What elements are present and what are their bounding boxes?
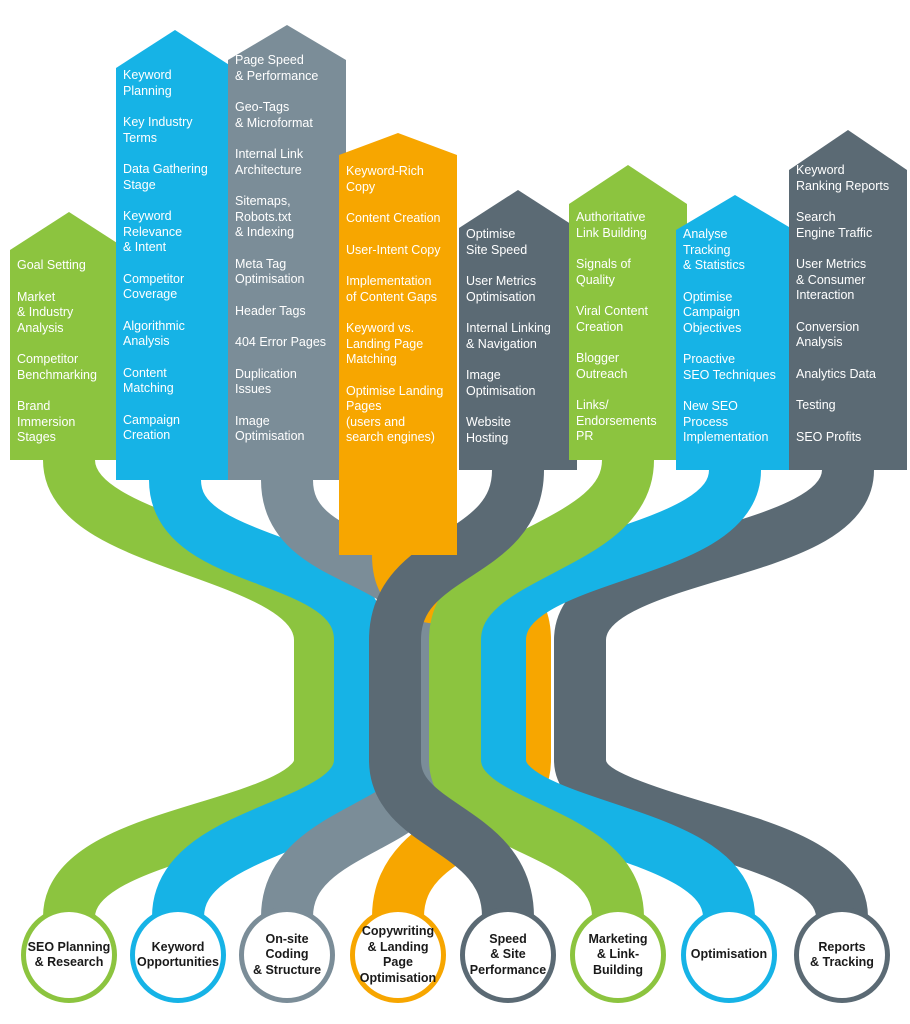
list-item: Links/ Endorsements PR (576, 398, 657, 443)
list-item: Page Speed & Performance (235, 53, 319, 83)
list-item: Keyword Ranking Reports (796, 163, 890, 193)
list-item: Signals of Quality (576, 257, 631, 287)
ribbon-speed (369, 430, 544, 919)
banner-onsite-coding (228, 25, 346, 480)
node-label: Speed & Site Performance (469, 931, 547, 977)
list-item: Testing (796, 398, 836, 412)
node-keyword-opportunities: Keyword Opportunities (130, 907, 226, 1003)
list-item: Keyword Planning (123, 68, 172, 98)
node-seo-planning: SEO Planning & Research (21, 907, 117, 1003)
list-item: User Metrics Optimisation (466, 274, 537, 304)
banner-copywriting (339, 133, 457, 555)
list-item: Duplication Issues (235, 366, 297, 397)
list-item: Competitor Coverage (123, 271, 185, 302)
node-label: Optimisation (690, 947, 768, 962)
list-item: Header Tags (235, 303, 306, 318)
list-item: Market & Industry Analysis (17, 289, 74, 335)
list-item: Key Industry Terms (123, 115, 193, 145)
list-item: Analyse Tracking & Statistics (683, 227, 745, 272)
list-item: User Metrics & Consumer Interaction (796, 257, 867, 302)
banner-seo-planning (10, 212, 128, 460)
banner-keyword-opportunities (116, 30, 234, 480)
list-item: Keyword-Rich Copy (346, 164, 424, 194)
node-label: Copywriting & Landing Page Optimisation (359, 924, 437, 985)
list-item: Campaign Creation (123, 412, 180, 443)
list-item: Optimise Landing Pages (users and search… (346, 383, 444, 445)
list-item: Analytics Data (796, 366, 876, 381)
list-item: Image Optimisation (466, 368, 536, 398)
node-label: Reports & Tracking (810, 939, 874, 970)
list-item: Internal Link Architecture (235, 147, 304, 177)
list-item: 404 Error Pages (235, 335, 327, 349)
list-item: Content Matching (123, 365, 174, 396)
list-item: Content Creation (346, 211, 441, 225)
node-label: Marketing & Link-Building (588, 931, 648, 977)
node-onsite-coding: On-site Coding & Structure (239, 907, 335, 1003)
list-item: SEO Profits (796, 429, 862, 444)
node-label: On-site Coding & Structure (252, 931, 322, 977)
banner-reports (789, 130, 907, 470)
node-reports: Reports & Tracking (794, 907, 890, 1003)
node-label: SEO Planning & Research (27, 939, 111, 970)
banner-optimisation (676, 195, 794, 470)
list-item: Search Engine Traffic (796, 210, 873, 240)
ribbon-reports (554, 430, 874, 921)
list-item: Keyword Relevance & Intent (123, 209, 183, 254)
list-item: Sitemaps, Robots.txt & Indexing (235, 194, 295, 239)
list-item: Conversion Analysis (796, 319, 860, 350)
list-item: Algorithmic Analysis (123, 318, 185, 349)
list-item: Meta Tag Optimisation (235, 256, 305, 287)
list-item: User-Intent Copy (346, 242, 441, 257)
banner-speed (459, 190, 577, 470)
list-item: Goal Setting (17, 258, 86, 272)
ribbon-seo-planning (43, 420, 346, 921)
list-item: Website Hosting (466, 415, 511, 445)
ribbon-keyword-opportunities (149, 440, 386, 920)
node-label: Keyword Opportunities (137, 939, 219, 970)
list-item: Proactive SEO Techniques (683, 352, 776, 382)
list-item: New SEO Process Implementation (683, 399, 769, 444)
list-item: Keyword vs. Landing Page Matching (346, 321, 424, 366)
list-item: Optimise Campaign Objectives (683, 289, 742, 335)
node-speed: Speed & Site Performance (460, 907, 556, 1003)
ribbon-marketing (429, 420, 654, 920)
list-item: Authoritative Link Building (576, 210, 647, 240)
list-item: Image Optimisation (235, 413, 305, 444)
list-item: Competitor Benchmarking (17, 352, 97, 382)
banner-marketing (569, 165, 687, 460)
list-item: Blogger Outreach (576, 351, 628, 381)
list-item: Data Gathering Stage (123, 162, 208, 192)
list-item: Internal Linking & Navigation (466, 321, 551, 351)
list-item: Optimise Site Speed (466, 227, 528, 257)
node-copywriting: Copywriting & Landing Page Optimisation (350, 907, 446, 1003)
ribbon-optimisation (474, 430, 761, 921)
node-marketing: Marketing & Link-Building (570, 907, 666, 1003)
list-item: Brand Immersion Stages (17, 399, 76, 444)
list-item: Geo-Tags & Microformat (235, 100, 313, 130)
list-item: Implementation of Content Gaps (346, 274, 438, 304)
list-item: Viral Content Creation (576, 304, 649, 334)
node-optimisation: Optimisation (681, 907, 777, 1003)
